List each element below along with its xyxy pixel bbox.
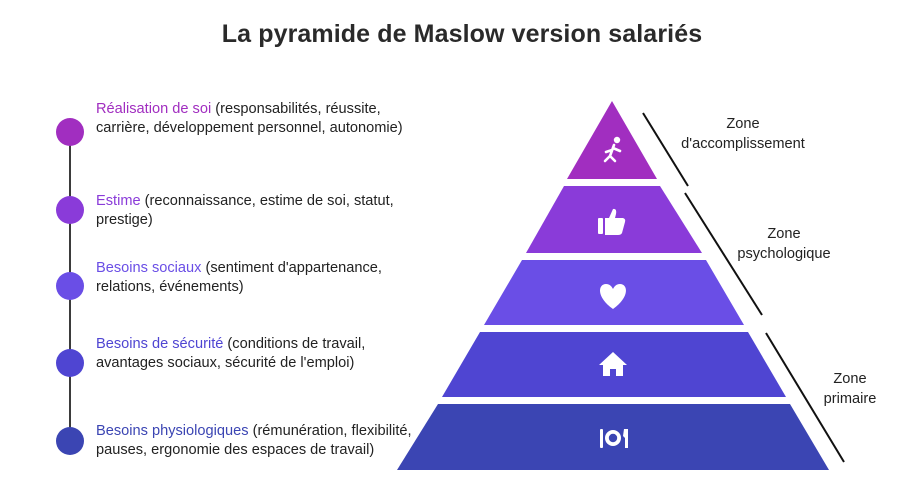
page-title: La pyramide de Maslow version salariés [221, 20, 703, 48]
level-dot-self-actualization [56, 118, 84, 146]
zone-label-primary: Zone primaire [810, 369, 890, 409]
level-text-esteem: Estime (reconnaissance, estime de soi, s… [96, 192, 416, 230]
level-description: (rémunération, flexibilité, pauses, ergo… [96, 423, 412, 458]
level-name: Estime [96, 193, 141, 209]
level-text-social: Besoins sociaux (sentiment d'appartenanc… [96, 259, 416, 297]
level-dot-safety [56, 349, 84, 377]
plate-cutlery-icon [600, 429, 628, 448]
level-text-self-actualization: Réalisation de soi (responsabilités, réu… [96, 100, 416, 138]
zone-label-line: d'accomplissement [681, 136, 805, 152]
zone-label-line: primaire [823, 391, 877, 407]
pyramid-tier-self-actualization [567, 101, 657, 179]
house-icon [599, 352, 627, 376]
level-text-safety: Besoins de sécurité (conditions de trava… [96, 335, 416, 373]
level-dot-esteem [56, 196, 84, 224]
level-name: Besoins physiologiques [96, 423, 249, 439]
thumbs-up-icon [598, 208, 626, 235]
zone-bracket-primary [765, 332, 845, 463]
zone-label-line: Zone [833, 371, 867, 387]
level-name: Besoins de sécurité [96, 336, 224, 352]
zone-label-psychological: Zone psychologique [718, 224, 850, 264]
level-description: (reconnaissance, estime de soi, statut, … [96, 193, 394, 228]
running-person-icon [603, 136, 622, 163]
level-description: (sentiment d'appartenance, relations, év… [96, 260, 382, 295]
level-name: Réalisation de soi [96, 101, 212, 117]
zone-label-line: Zone [726, 116, 760, 132]
level-description: (conditions de travail, avantages sociau… [96, 336, 366, 371]
level-name: Besoins sociaux [96, 260, 202, 276]
level-dot-social [56, 272, 84, 300]
zone-label-line: psychologique [737, 246, 831, 262]
zone-label-accomplishment: Zone d'accomplissement [660, 114, 826, 154]
level-text-physiological: Besoins physiologiques (rémunération, fl… [96, 422, 416, 460]
zone-label-line: Zone [767, 226, 801, 242]
level-dot-physiological [56, 427, 84, 455]
zone-bracket-accomplishment [642, 112, 689, 187]
zone-bracket-psychological [684, 192, 763, 316]
level-description: (responsabilités, réussite, carrière, dé… [96, 101, 403, 136]
heart-icon [600, 284, 626, 309]
